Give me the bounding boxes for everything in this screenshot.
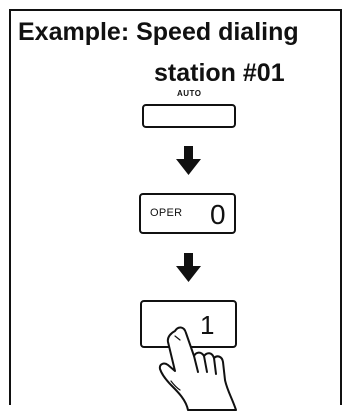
diagram-title-line1: Example: Speed dialing <box>18 18 299 46</box>
oper-key-label: OPER <box>150 207 183 219</box>
auto-key-caption: AUTO <box>177 89 202 98</box>
diagram-frame <box>9 9 342 405</box>
down-arrow-icon <box>176 253 201 282</box>
oper-key-digit: 0 <box>210 199 226 230</box>
oper-key: OPER 0 <box>139 193 236 234</box>
auto-key <box>142 104 236 128</box>
diagram-title-line2: station #01 <box>154 59 285 87</box>
digit-one-key-label: 1 <box>200 310 215 340</box>
pointing-hand-icon <box>158 326 237 411</box>
down-arrow-icon <box>176 146 201 175</box>
